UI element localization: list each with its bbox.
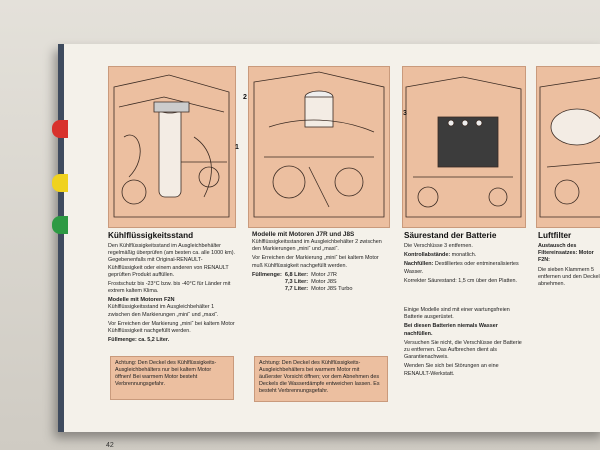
green-section-tab: [52, 216, 68, 234]
fill-engine: Motor J8S Turbo: [311, 286, 353, 293]
callout-2: 2: [243, 94, 247, 101]
coolant-tank-illustration-j7r-j8s: [248, 66, 390, 228]
coolant-text-2: Frostschutz bis -23°C bzw. bis -40°C für…: [108, 281, 231, 295]
fill-engine: Motor J7R: [311, 271, 337, 278]
battery-text-1: Die Verschlüsse 3 entfernen.: [404, 243, 473, 249]
battery-refill: Destilliertes oder entmineralisiertes Wa…: [404, 261, 519, 275]
fill-engine: Motor J8S: [311, 279, 337, 286]
yellow-section-tab: [52, 174, 68, 192]
fill-quantity-table: Füllmenge: 6,8 Liter: Motor J7R 7,3 Lite…: [252, 272, 356, 294]
j7r-text-1: Kühlflüssigkeitsstand im Ausgleichbehält…: [252, 239, 382, 253]
coolant-heading: Kühlflüssigkeitsstand: [108, 231, 194, 240]
coolant-section: Kühlflüssigkeitsstand Den Kühlflüssigkei…: [108, 231, 236, 346]
coolant-subheading-f2n: Modelle mit Motoren F2N: [108, 297, 175, 304]
battery-interval: monatlich.: [451, 252, 477, 259]
air-filter-text-2: Die sieben Klammern 5 entfernen und den …: [538, 266, 600, 288]
battery-text-7: Versuchen Sie nicht, die Verschlüsse der…: [404, 339, 522, 361]
battery-refill-label: Nachfüllen:: [404, 261, 434, 268]
j7r-text-2: Vor Erreichen der Markierung „mini“ bei …: [252, 255, 379, 269]
coolant-text-4: Vor Erreichen der Markierung „mini“ bei …: [108, 320, 235, 335]
callout-1: 1: [235, 144, 239, 151]
callout-3: 3: [403, 110, 407, 117]
manual-page-spread: 1 2 3 Kühlflüssigkeitsstand Den Kühlflüs…: [52, 44, 600, 449]
coolant-tank-illustration-f2n: [108, 66, 236, 228]
j7r-warning-box: Achtung: Den Deckel des Kühlflüssigkeits…: [254, 356, 388, 402]
battery-text-5: Einige Modelle sind mit einer wartungsfr…: [404, 307, 510, 321]
red-section-tab: [52, 120, 68, 138]
coolant-warning-box: Achtung: Den Deckel des Kühlflüssigkeits…: [110, 356, 234, 400]
fill-qty: 6,8 Liter:: [284, 271, 309, 278]
page-number: 42: [106, 442, 114, 449]
air-filter-illustration: [536, 66, 600, 228]
air-filter-text-1: Austausch des Filtereinsatzes: Motor F2N…: [538, 243, 594, 264]
coolant-fill-quantity: Füllmenge: ca. 5,2 Liter.: [108, 337, 170, 344]
j7r-j8s-heading: Modelle mit Motoren J7R und J8S: [252, 231, 355, 238]
battery-text-6: Bei diesen Batterien niemals Wasser nach…: [404, 323, 498, 337]
fill-qty: 7,7 Liter:: [284, 286, 309, 293]
air-filter-section: Luftfilter Austausch des Filtereinsatzes…: [538, 231, 600, 290]
coolant-text-1: Den Kühlflüssigkeitsstand im Ausgleichbe…: [108, 243, 236, 278]
battery-acid-level: Korrekter Säurestand: 1,5 cm über den Pl…: [404, 277, 517, 284]
coolant-j7r-j8s-section: Modelle mit Motoren J7R und J8S Kühlflüs…: [252, 231, 390, 293]
battery-section: Säurestand der Batterie Die Verschlüsse …: [404, 231, 526, 380]
battery-text-8: Wenden Sie sich bei Störungen an eine RE…: [404, 363, 499, 377]
battery-interval-label: Kontrollabstände:: [404, 252, 451, 259]
fill-qty: 7,3 Liter:: [284, 279, 309, 286]
battery-illustration: [402, 66, 526, 228]
coolant-text-3: Kühlflüssigkeitsstand im Ausgleichbehält…: [108, 304, 219, 318]
air-filter-heading: Luftfilter: [538, 231, 572, 240]
battery-heading: Säurestand der Batterie: [404, 231, 497, 240]
fill-label: Füllmenge:: [252, 271, 282, 278]
